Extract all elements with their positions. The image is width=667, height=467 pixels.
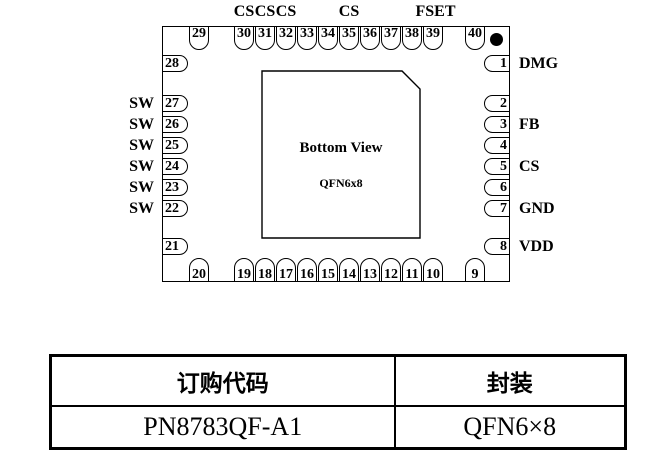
bottom-view-label: Bottom View <box>299 140 383 156</box>
pin-39: 39 <box>423 26 443 50</box>
pin-5-function-label: CS <box>519 158 540 175</box>
pin-5: 5 <box>484 158 510 175</box>
pin-25: 25 <box>162 137 188 154</box>
pin-9: 9 <box>465 258 485 282</box>
pin1-marker-dot <box>490 33 503 46</box>
pin-8: 8 <box>484 238 510 255</box>
order-code-header: 订购代码 <box>49 354 396 407</box>
pin-function-label-30: CS <box>233 3 255 20</box>
pin-20: 20 <box>189 258 209 282</box>
pin-35: 35 <box>339 26 359 50</box>
table-row: PN8783QF-A1 QFN6×8 <box>49 405 627 450</box>
pin-7: 7 <box>484 200 510 217</box>
pin-22: 22 <box>162 200 188 217</box>
pin-14: 14 <box>339 258 359 282</box>
pin-26: 26 <box>162 116 188 133</box>
pin-38: 38 <box>402 26 422 50</box>
package-value: QFN6×8 <box>393 405 627 450</box>
pin-36: 36 <box>360 26 380 50</box>
pin-19: 19 <box>234 258 254 282</box>
ordering-table: 订购代码 封装 PN8783QF-A1 QFN6×8 <box>49 354 627 450</box>
pin-23-function-label: SW <box>129 179 154 196</box>
pin-2: 2 <box>484 95 510 112</box>
pin-21: 21 <box>162 238 188 255</box>
pin-22-function-label: SW <box>129 200 154 217</box>
pin-function-label-32: CS <box>275 3 297 20</box>
thermal-pad <box>261 70 421 239</box>
pin-40: 40 <box>465 26 485 50</box>
pin-8-function-label: VDD <box>519 238 554 255</box>
pin-function-label-38-39: FSET <box>415 3 456 20</box>
pin-10: 10 <box>423 258 443 282</box>
pin-4: 4 <box>484 137 510 154</box>
pin-33: 33 <box>297 26 317 50</box>
order-code-value: PN8783QF-A1 <box>49 405 396 450</box>
pin-24-function-label: SW <box>129 158 154 175</box>
pin-27-function-label: SW <box>129 95 154 112</box>
pin-24: 24 <box>162 158 188 175</box>
pin-7-function-label: GND <box>519 200 555 217</box>
pin-1: 1 <box>484 55 510 72</box>
pin-function-label-35: CS <box>338 3 360 20</box>
pin-30: 30 <box>234 26 254 50</box>
pin-15: 15 <box>318 258 338 282</box>
pin-12: 12 <box>381 258 401 282</box>
pin-18: 18 <box>255 258 275 282</box>
pin-31: 31 <box>255 26 275 50</box>
thermal-pad-outline <box>261 70 421 239</box>
pin-11: 11 <box>402 258 422 282</box>
pin-25-function-label: SW <box>129 137 154 154</box>
pin-27: 27 <box>162 95 188 112</box>
pin-23: 23 <box>162 179 188 196</box>
pin-16: 16 <box>297 258 317 282</box>
package-type-label: QFN6x8 <box>319 176 363 190</box>
pin-34: 34 <box>318 26 338 50</box>
package-header: 封装 <box>393 354 627 407</box>
pin-37: 37 <box>381 26 401 50</box>
pin-28: 28 <box>162 55 188 72</box>
table-header-row: 订购代码 封装 <box>49 354 627 407</box>
pin-1-function-label: DMG <box>519 55 559 72</box>
pin-26-function-label: SW <box>129 116 154 133</box>
pin-function-label-31: CS <box>254 3 276 20</box>
pin-13: 13 <box>360 258 380 282</box>
pin-29: 29 <box>189 26 209 50</box>
pin-32: 32 <box>276 26 296 50</box>
pin-6: 6 <box>484 179 510 196</box>
pin-17: 17 <box>276 258 296 282</box>
pin-3-function-label: FB <box>519 116 540 133</box>
pin-3: 3 <box>484 116 510 133</box>
